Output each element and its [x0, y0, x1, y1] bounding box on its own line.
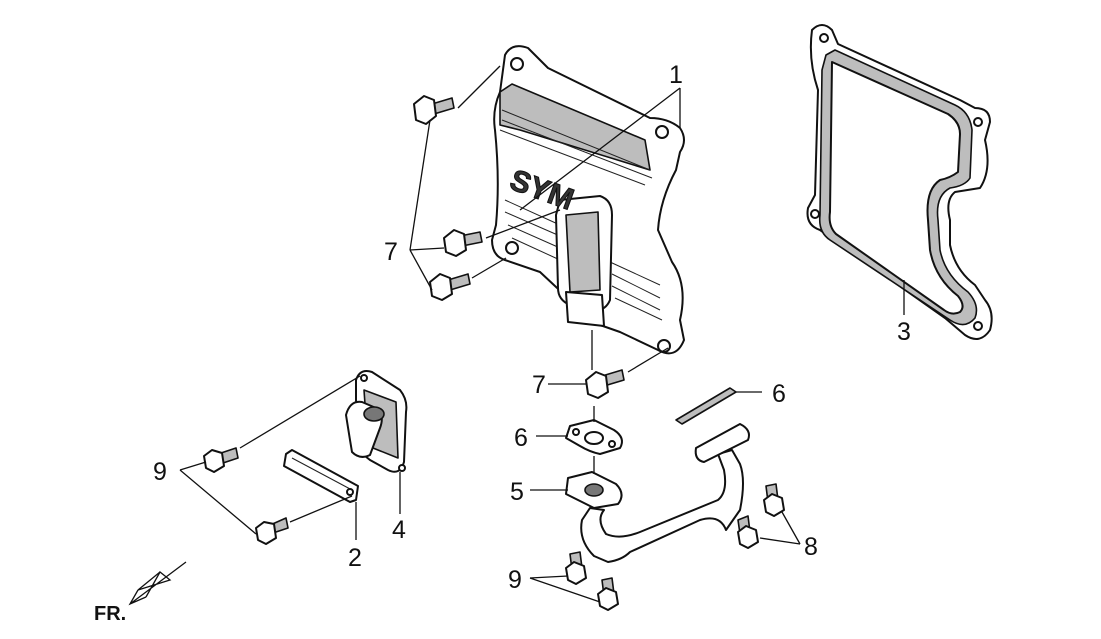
flange-gasket-6 [565, 419, 623, 455]
callout-9-bottom: 9 [508, 566, 522, 594]
breather-pipe [565, 423, 750, 563]
front-direction-arrow [128, 561, 187, 606]
bolt-7-low [429, 273, 471, 301]
side-cover-plate [345, 370, 408, 473]
cover-gasket [806, 24, 993, 340]
callout-6-right: 6 [772, 380, 786, 408]
bolt-7-mid [443, 229, 483, 257]
callout-7-lower: 7 [532, 371, 546, 399]
callout-3: 3 [897, 318, 911, 346]
callout-9-left: 9 [153, 458, 167, 486]
callout-7-upper: 7 [384, 238, 398, 266]
bolt-7-bottom [585, 369, 625, 399]
gasket-strip [283, 449, 359, 503]
bolt-9-left-top [203, 447, 239, 473]
bolt-8-top [763, 483, 785, 517]
oring-6-right [675, 387, 737, 425]
callout-6-left: 6 [514, 424, 528, 452]
bolt-9-bottom-a [565, 551, 587, 585]
bolt-9-bottom-b [597, 577, 619, 611]
bolt-7-top [413, 95, 455, 125]
callout-1: 1 [669, 61, 683, 89]
callout-2: 2 [348, 544, 362, 572]
callout-4: 4 [392, 516, 406, 544]
cylinder-head-cover: SYM [491, 45, 685, 355]
front-label: FR. [94, 603, 126, 625]
bolt-8-bottom [737, 515, 759, 549]
bolt-9-left-bottom [255, 517, 289, 545]
leader-lines [179, 65, 905, 603]
callout-8: 8 [804, 533, 818, 561]
callout-5: 5 [510, 478, 524, 506]
